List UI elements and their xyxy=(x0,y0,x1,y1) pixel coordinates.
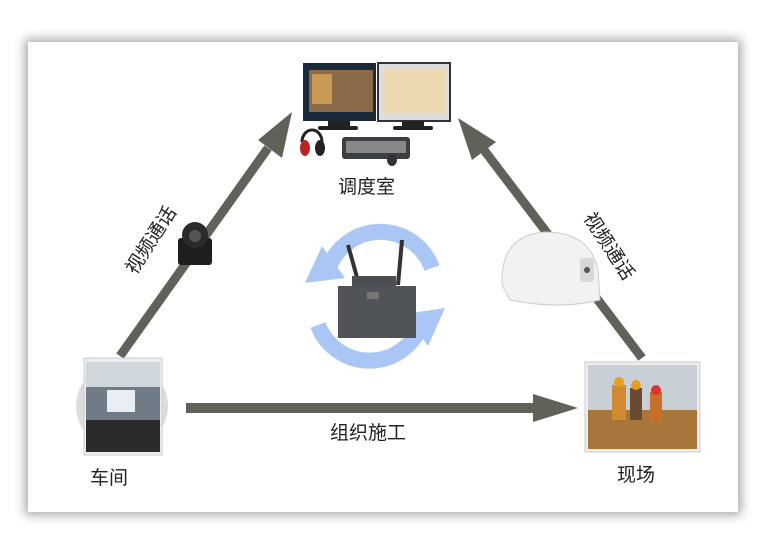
arrow-workshop-to-site xyxy=(186,394,578,422)
node-label-site: 现场 xyxy=(617,464,656,486)
workshop-photo xyxy=(76,357,168,456)
cycle-arrowhead-left xyxy=(305,246,345,283)
sync-cycle-icon xyxy=(310,223,440,369)
helmet-camera-image xyxy=(501,231,601,306)
construction-site-photo xyxy=(584,361,701,453)
node-label-workshop: 车间 xyxy=(90,467,129,489)
dispatch-workstation-image xyxy=(300,62,451,166)
edge-label-bottom: 组织施工 xyxy=(330,422,407,444)
ptz-camera-image xyxy=(178,222,212,265)
wireless-router-image xyxy=(338,239,416,338)
node-label-dispatch: 调度室 xyxy=(338,176,396,198)
